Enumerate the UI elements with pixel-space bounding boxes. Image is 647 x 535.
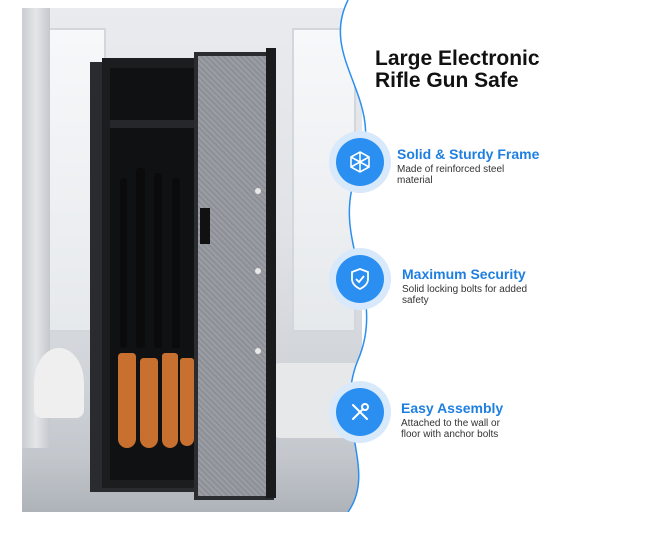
- safe-door-edge: [266, 48, 276, 498]
- feature-desc: Made of reinforced steel material: [397, 164, 505, 186]
- rifle-stock: [118, 353, 136, 448]
- safe-door: [194, 52, 274, 500]
- lock-bolt: [255, 348, 261, 354]
- feature-title: Easy Assembly: [401, 400, 504, 416]
- rifle-stock: [140, 358, 158, 448]
- rifle: [136, 168, 145, 348]
- product-image: [22, 8, 544, 512]
- rifle: [172, 178, 180, 348]
- tools-icon: [336, 388, 384, 436]
- feature-title: Solid & Sturdy Frame: [397, 146, 540, 162]
- shield-check-icon: [336, 255, 384, 303]
- rifle: [120, 178, 127, 348]
- lamp: [34, 348, 84, 418]
- feature-desc: Attached to the wall or floor with ancho…: [401, 418, 500, 440]
- rifle-stock: [180, 358, 194, 446]
- safe-shelf: [110, 120, 206, 128]
- rifle: [154, 173, 162, 348]
- feature-title: Maximum Security: [402, 266, 526, 282]
- frame-icon: [336, 138, 384, 186]
- safe-handle: [200, 208, 210, 244]
- window: [42, 28, 106, 332]
- lock-bolt: [255, 188, 261, 194]
- feature-desc: Solid locking bolts for added safety: [402, 284, 528, 306]
- lock-bolt: [255, 268, 261, 274]
- rifle-stock: [162, 353, 178, 448]
- product-title: Large Electronic Rifle Gun Safe: [375, 47, 540, 92]
